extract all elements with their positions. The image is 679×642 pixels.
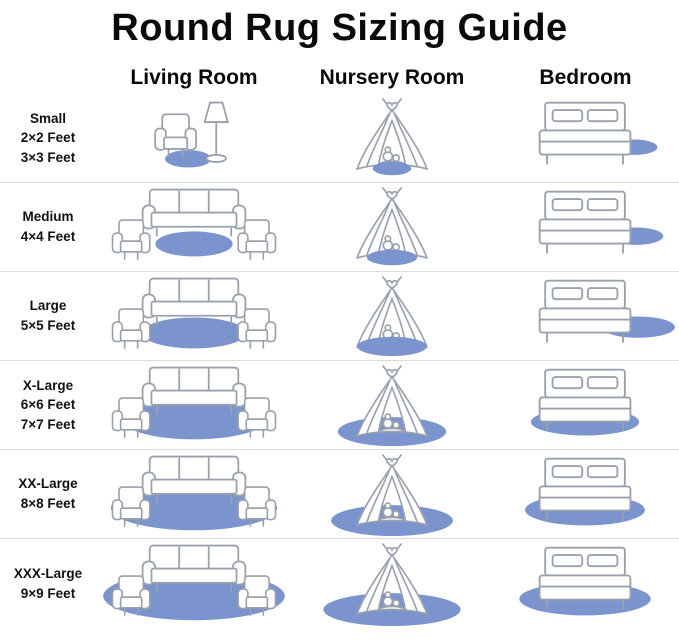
bed-icon bbox=[538, 101, 632, 165]
row-xxx-large: XXX-Large 9×9 Feet bbox=[0, 539, 679, 628]
size-dim: 4×4 Feet bbox=[20, 229, 76, 244]
nursery-medium bbox=[292, 184, 492, 271]
bed-icon bbox=[538, 368, 632, 432]
rug-ellipse bbox=[141, 316, 247, 348]
living-room-x-large bbox=[96, 362, 292, 449]
col-header-nursery-room: Nursery Room bbox=[319, 66, 465, 89]
row-medium: Medium 4×4 Feet bbox=[0, 183, 679, 272]
size-name: Small bbox=[29, 110, 67, 126]
bedroom-large bbox=[492, 273, 679, 360]
size-name: Large bbox=[29, 298, 67, 314]
bed-icon bbox=[538, 190, 632, 254]
bedroom-xxx-large bbox=[492, 540, 679, 627]
row-x-large: X-Large 6×6 Feet 7×7 Feet bbox=[0, 361, 679, 450]
row-xx-large: XX-Large 8×8 Feet bbox=[0, 450, 679, 539]
nursery-small bbox=[292, 95, 492, 182]
size-dim: 2×2 Feet bbox=[20, 130, 76, 146]
col-header-living-room: Living Room bbox=[130, 66, 258, 89]
rug-ellipse bbox=[165, 149, 212, 167]
column-headers: Living Room Nursery Room Bedroom bbox=[0, 58, 679, 92]
rug-ellipse bbox=[122, 400, 266, 439]
rug-ellipse bbox=[366, 249, 418, 265]
teepee-icon bbox=[356, 543, 428, 615]
teepee-icon bbox=[356, 97, 428, 170]
bedroom-small bbox=[492, 95, 679, 182]
bed-icon bbox=[538, 279, 632, 343]
size-name: XXX-Large bbox=[13, 565, 83, 581]
corner-spacer bbox=[0, 58, 96, 92]
armchair-icon bbox=[154, 112, 197, 158]
nursery-large bbox=[292, 273, 492, 360]
size-label: XX-Large 8×8 Feet bbox=[0, 474, 96, 513]
nursery-xxx-large bbox=[292, 540, 492, 627]
size-label: X-Large 6×6 Feet 7×7 Feet bbox=[0, 376, 96, 435]
size-dim: 5×5 Feet bbox=[20, 318, 76, 333]
bed-icon bbox=[538, 546, 632, 610]
rug-ellipse bbox=[357, 336, 427, 356]
teepee-icon bbox=[356, 364, 428, 437]
page-title: Round Rug Sizing Guide bbox=[111, 7, 568, 49]
rug-ellipse bbox=[155, 230, 233, 256]
teepee-icon bbox=[356, 453, 428, 526]
size-dim: 3×3 Feet bbox=[20, 149, 76, 165]
living-room-medium bbox=[96, 184, 292, 271]
nursery-x-large bbox=[292, 362, 492, 449]
living-room-xxx-large bbox=[96, 540, 292, 627]
nursery-xx-large bbox=[292, 451, 492, 538]
sofa-icon bbox=[141, 188, 247, 237]
size-label: Medium 4×4 Feet bbox=[0, 207, 96, 246]
size-name: XX-Large bbox=[18, 476, 78, 492]
size-name: Medium bbox=[22, 209, 74, 225]
lamp-icon bbox=[203, 101, 229, 163]
size-label: Small 2×2 Feet 3×3 Feet bbox=[0, 109, 96, 168]
living-room-small bbox=[96, 95, 292, 182]
rug-ellipse bbox=[110, 485, 278, 530]
size-label: XXX-Large 9×9 Feet bbox=[0, 564, 96, 603]
row-large: Large 5×5 Feet bbox=[0, 272, 679, 361]
teepee-icon bbox=[356, 275, 428, 348]
size-label: Large 5×5 Feet bbox=[0, 296, 96, 335]
bed-icon bbox=[538, 457, 632, 521]
rug-ellipse bbox=[372, 161, 412, 175]
size-dim: 9×9 Feet bbox=[20, 585, 76, 601]
living-room-xx-large bbox=[96, 451, 292, 538]
size-dim: 6×6 Feet bbox=[20, 397, 76, 413]
bedroom-x-large bbox=[492, 362, 679, 449]
size-name: X-Large bbox=[22, 377, 74, 393]
rug-sizing-table: Small 2×2 Feet 3×3 Feet Med bbox=[0, 94, 679, 628]
bedroom-xx-large bbox=[492, 451, 679, 538]
size-dim: 7×7 Feet bbox=[20, 416, 76, 432]
teepee-icon bbox=[356, 186, 428, 259]
living-room-large bbox=[96, 273, 292, 360]
size-dim: 8×8 Feet bbox=[20, 496, 76, 511]
bedroom-medium bbox=[492, 184, 679, 271]
row-small: Small 2×2 Feet 3×3 Feet bbox=[0, 94, 679, 183]
col-header-bedroom: Bedroom bbox=[539, 66, 632, 89]
